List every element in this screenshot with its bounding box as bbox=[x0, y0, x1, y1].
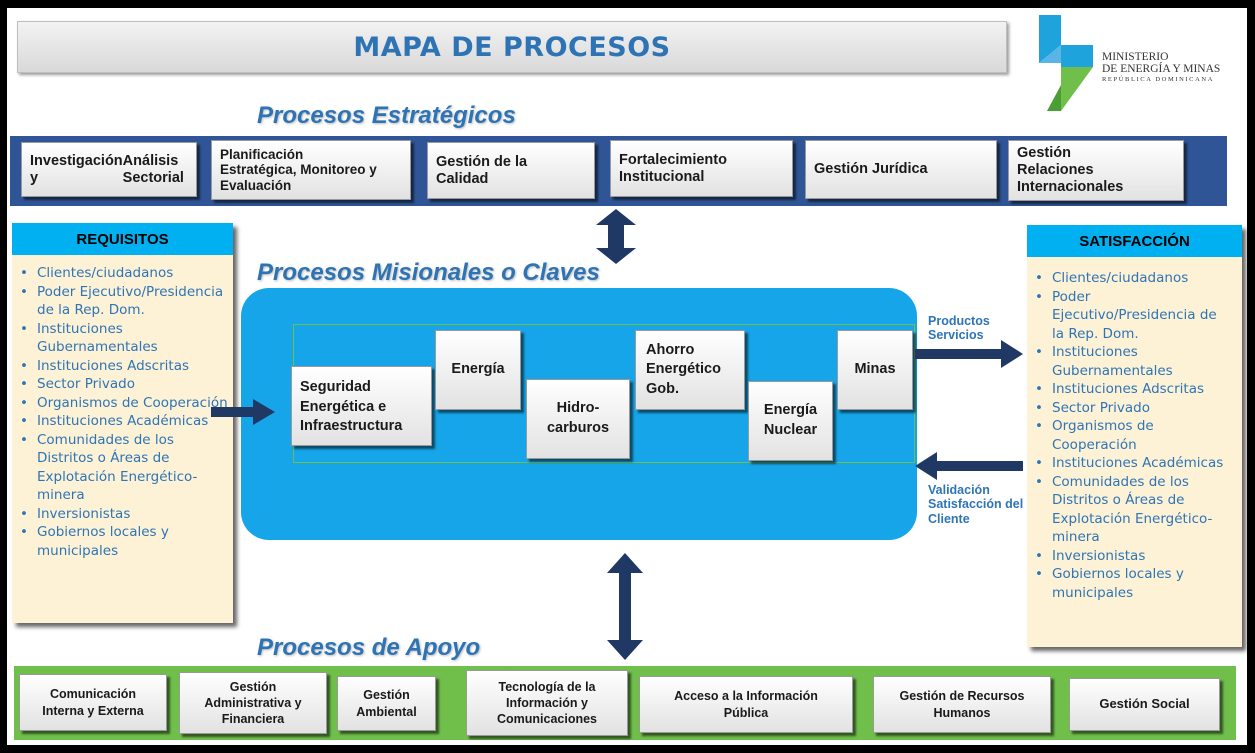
list-item: Poder Ejecutivo/Presidencia de la Rep. D… bbox=[20, 283, 233, 320]
list-item: Inversionistas bbox=[20, 505, 233, 524]
list-item: Instituciones Gubernamentales bbox=[1035, 343, 1232, 380]
list-item: Instituciones Académicas bbox=[1035, 454, 1232, 473]
input-arrow-icon bbox=[211, 399, 275, 425]
list-item: Inversionistas bbox=[1035, 547, 1232, 566]
title-banner: MAPA DE PROCESOS bbox=[17, 21, 1007, 73]
logo-line-1: MINISTERIO bbox=[1102, 51, 1169, 63]
list-item: Instituciones Adscritas bbox=[1035, 380, 1232, 399]
list-item: Gobiernos locales y municipales bbox=[20, 523, 233, 560]
list-item: Gobiernos locales y municipales bbox=[1035, 565, 1232, 602]
page-title: MAPA DE PROCESOS bbox=[353, 31, 671, 63]
satisfaction-list-wrapper: Clientes/ciudadanosPoder Ejecutivo/Presi… bbox=[1027, 269, 1232, 602]
support-process-box: Gestión Social bbox=[1069, 678, 1220, 731]
list-item: Instituciones Adscritas bbox=[20, 357, 233, 376]
mission-process-box: Energía bbox=[435, 330, 521, 410]
logo-line-2: DE ENERGÍA Y MINAS bbox=[1102, 63, 1221, 75]
list-item: Poder Ejecutivo/Presidencia de la Rep. D… bbox=[1035, 288, 1232, 344]
output-arrow-icon bbox=[915, 340, 1023, 368]
satisfaction-list: Clientes/ciudadanosPoder Ejecutivo/Presi… bbox=[1027, 269, 1232, 602]
list-item: Instituciones Gubernamentales bbox=[20, 320, 233, 357]
ministry-logo: MINISTERIO DE ENERGÍA Y MINAS REPÚBLICA … bbox=[1017, 13, 1242, 111]
list-item: Organismos de Cooperación bbox=[1035, 417, 1232, 454]
mission-heading: Procesos Misionales o Claves bbox=[257, 259, 600, 286]
feedback-arrow-icon bbox=[915, 452, 1023, 480]
mission-process-box: Minas bbox=[837, 330, 913, 410]
strategic-process-box: Gestión Jurídica bbox=[805, 140, 997, 199]
requirements-list: Clientes/ciudadanosPoder Ejecutivo/Presi… bbox=[12, 264, 233, 560]
list-item: Sector Privado bbox=[20, 375, 233, 394]
mission-process-box: Hidro-carburos bbox=[526, 379, 630, 459]
logo-line-3: REPÚBLICA DOMINICANA bbox=[1102, 76, 1214, 83]
list-item: Clientes/ciudadanos bbox=[1035, 269, 1232, 288]
list-item: Comunidades de los Distritos o Áreas de … bbox=[1035, 473, 1232, 547]
list-item: Instituciones Académicas bbox=[20, 412, 233, 431]
process-map-canvas: MAPA DE PROCESOS MINISTERIO DE ENERGÍA Y… bbox=[7, 8, 1247, 745]
ministry-emblem-icon bbox=[1039, 15, 1093, 111]
list-item: Clientes/ciudadanos bbox=[20, 264, 233, 283]
list-item: Organismos de Cooperación bbox=[20, 394, 233, 413]
requirements-list-wrapper: Clientes/ciudadanosPoder Ejecutivo/Presi… bbox=[12, 264, 233, 560]
list-item: Comunidades de los Distritos o Áreas de … bbox=[20, 431, 233, 505]
double-arrow-icon bbox=[596, 209, 636, 264]
support-heading: Procesos de Apoyo bbox=[257, 634, 481, 661]
support-double-arrow-icon bbox=[607, 553, 643, 660]
list-item: Sector Privado bbox=[1035, 399, 1232, 418]
strategic-heading: Procesos Estratégicos bbox=[257, 102, 516, 129]
requirements-header: REQUISITOS bbox=[12, 223, 233, 255]
satisfaction-header: SATISFACCIÓN bbox=[1027, 225, 1242, 257]
